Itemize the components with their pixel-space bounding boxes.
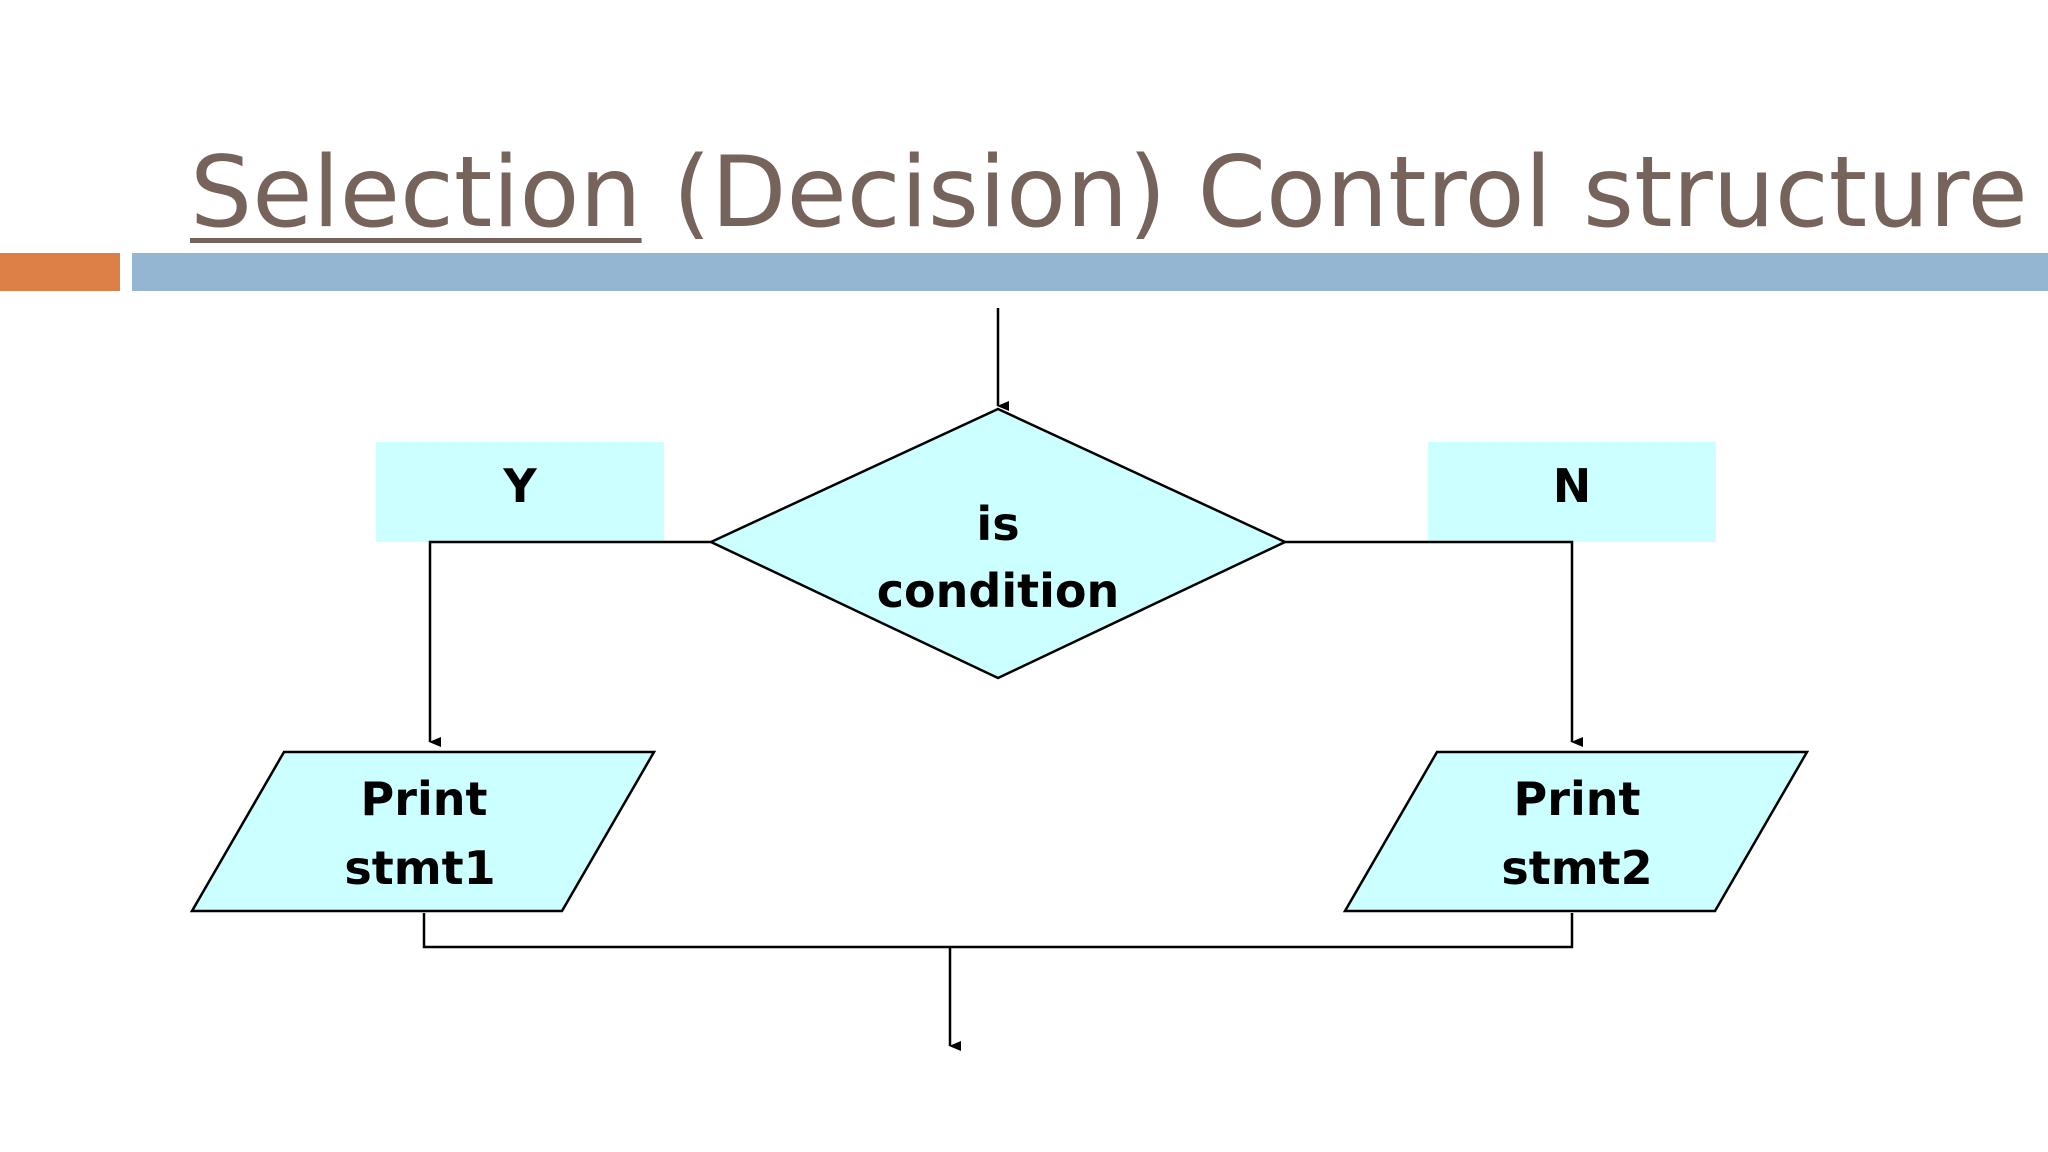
- yes-branch-line: [428, 540, 711, 747]
- slide-title-rest: (Decision) Control structure: [641, 136, 2028, 250]
- right-output-text-line2: stmt2: [1501, 841, 1652, 895]
- left-output-parallelogram: [189, 750, 657, 913]
- decision-text-line2: condition: [877, 564, 1119, 618]
- no-label-box: [1428, 442, 1716, 542]
- yes-label-box: [376, 442, 664, 542]
- slide-title-underlined-word: Selection: [190, 136, 642, 250]
- no-label: N: [1553, 459, 1592, 513]
- accent-bar-blue: [132, 253, 2048, 291]
- right-output-parallelogram: [1342, 750, 1810, 913]
- yes-label: Y: [502, 459, 537, 513]
- right-output-text-line1: Print: [1514, 772, 1641, 826]
- merge-line: [422, 913, 1574, 949]
- no-branch-line: [1285, 540, 1583, 747]
- accent-bar-orange: [0, 253, 120, 291]
- decision-diamond: [708, 407, 1288, 680]
- slide-title: Selection (Decision) Control structure: [190, 128, 2028, 258]
- left-output-text-line2: stmt1: [344, 841, 495, 895]
- decision-text-line1: is: [976, 497, 1019, 551]
- left-output-text-line1: Print: [361, 772, 488, 826]
